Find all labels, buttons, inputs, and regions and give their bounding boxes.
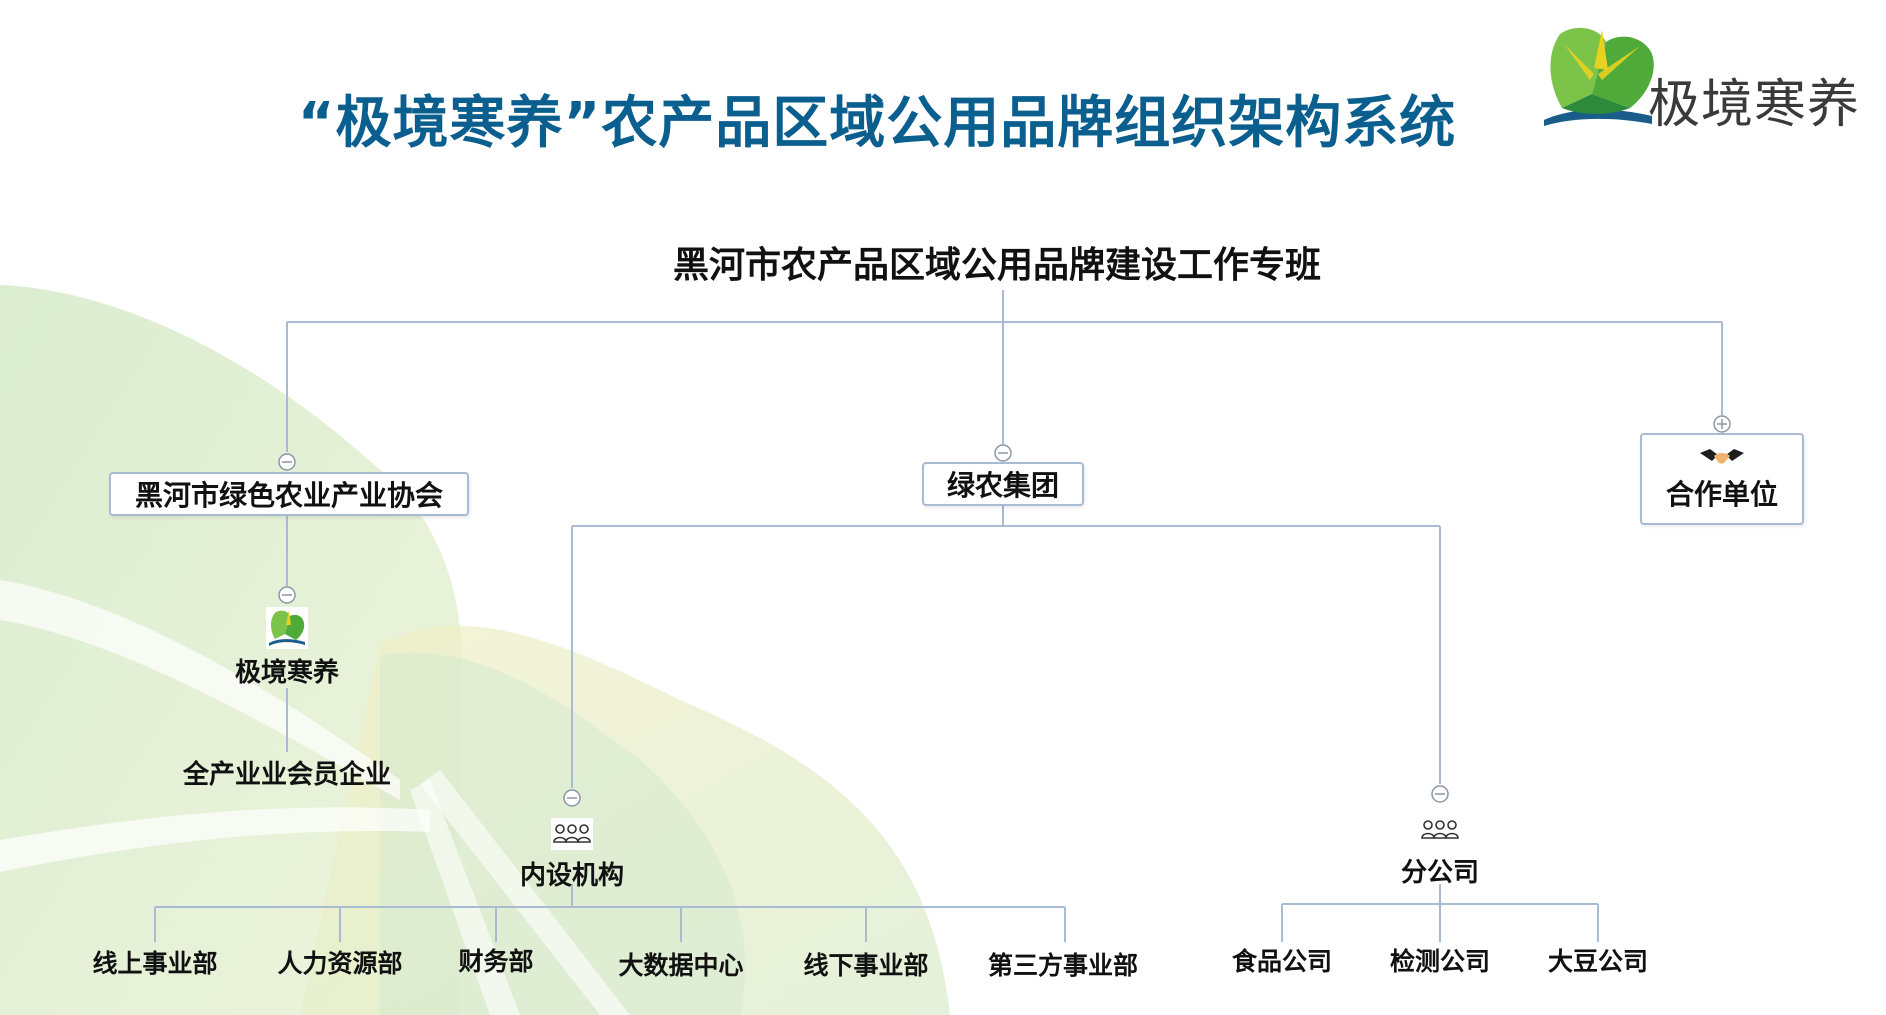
department-item[interactable]: 线下事业部 [803,951,929,980]
branch-label[interactable]: 分公司 [1400,858,1480,888]
partner-node[interactable]: 合作单位 [1640,433,1804,525]
brand-leaf-icon [266,607,308,649]
brand-logo [1544,27,1654,126]
people-group-icon [1419,814,1461,846]
department-item[interactable]: 线上事业部 [92,949,218,978]
company-item[interactable]: 检测公司 [1389,947,1491,976]
department-item[interactable]: 第三方事业部 [987,951,1139,980]
company-item[interactable]: 大豆公司 [1547,947,1649,976]
department-item[interactable]: 大数据中心 [618,951,744,980]
brand-name: 极境寒养 [1648,75,1861,135]
association-label: 黑河市绿色农业产业协会 [134,479,443,512]
group-node[interactable]: 绿农集团 [922,462,1084,506]
group-label: 绿农集团 [946,469,1059,502]
member-enterprises-label[interactable]: 全产业业会员企业 [182,760,392,790]
page-title: “极境寒养”农产品区域公用品牌组织架构系统 [297,91,1457,156]
company-item[interactable]: 食品公司 [1231,947,1333,976]
handshake-icon [1700,449,1744,464]
association-brand-label[interactable]: 极境寒养 [234,658,340,688]
partner-label: 合作单位 [1665,478,1778,511]
internal-structure-label[interactable]: 内设机构 [519,861,625,891]
department-item[interactable]: 财务部 [458,947,534,976]
department-item[interactable]: 人力资源部 [277,949,403,978]
association-node[interactable]: 黑河市绿色农业产业协会 [109,472,469,516]
root-node[interactable]: 黑河市农产品区域公用品牌建设工作专班 [672,245,1321,286]
people-group-icon [551,818,593,850]
